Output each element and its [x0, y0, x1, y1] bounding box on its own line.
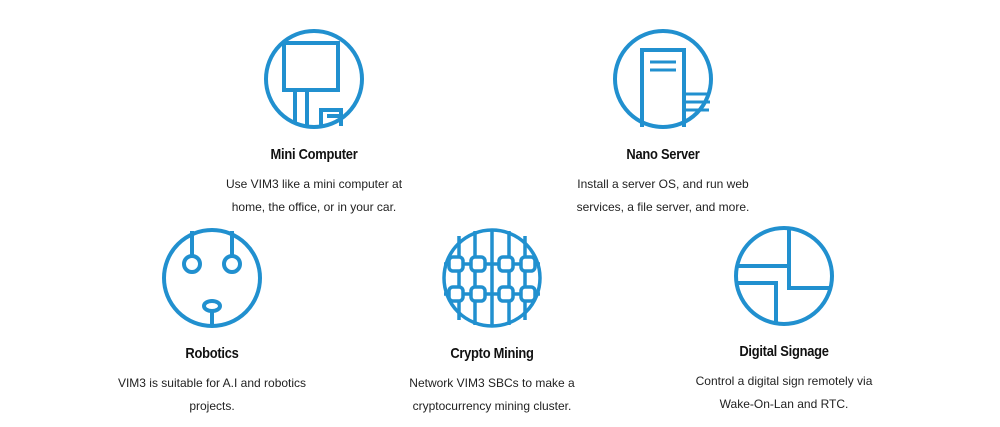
- feature-title: Mini Computer: [270, 146, 358, 163]
- blockchain-icon: [441, 227, 543, 329]
- feature-title: Robotics: [185, 345, 239, 362]
- feature-crypto-mining: Crypto Mining Network VIM3 SBCs to make …: [362, 227, 622, 418]
- signage-layout-icon: [733, 225, 835, 327]
- feature-description: Control a digital sign remotely via Wake…: [695, 374, 873, 411]
- feature-nano-server: Nano Server Install a server OS, and run…: [533, 28, 793, 219]
- feature-description: VIM3 is suitable for A.I and robotics pr…: [117, 376, 307, 413]
- feature-description: Install a server OS, and run web service…: [576, 177, 750, 214]
- feature-digital-signage: Digital Signage Control a digital sign r…: [654, 225, 914, 416]
- feature-title: Digital Signage: [739, 343, 829, 360]
- robot-face-icon: [161, 227, 263, 329]
- server-tower-icon: [612, 28, 714, 130]
- feature-robotics: Robotics VIM3 is suitable for A.I and ro…: [82, 227, 342, 418]
- feature-title: Crypto Mining: [450, 345, 534, 362]
- feature-title: Nano Server: [626, 146, 700, 163]
- monitor-icon: [263, 28, 365, 130]
- feature-mini-computer: Mini Computer Use VIM3 like a mini compu…: [184, 28, 444, 219]
- feature-description: Network VIM3 SBCs to make a cryptocurren…: [409, 376, 575, 413]
- feature-description: Use VIM3 like a mini computer at home, t…: [225, 177, 403, 214]
